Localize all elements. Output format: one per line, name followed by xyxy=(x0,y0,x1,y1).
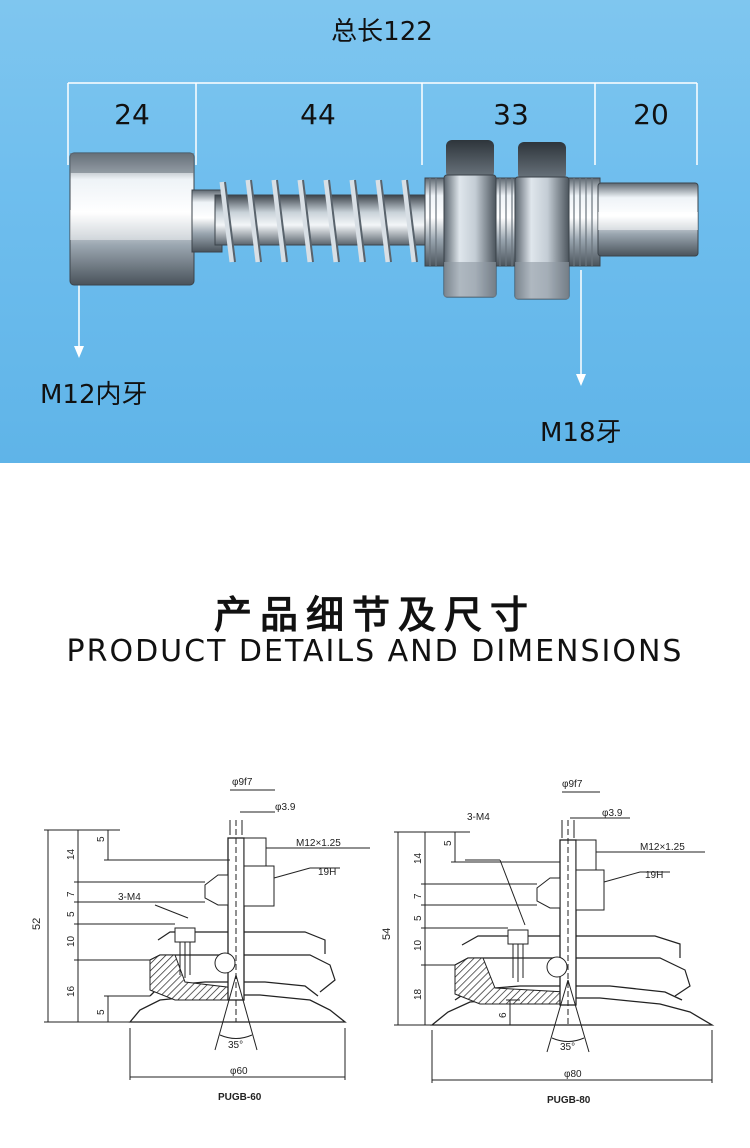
left-dim-7: 7 xyxy=(66,891,77,897)
left-dim-14: 14 xyxy=(66,848,77,860)
right-dim-6: 6 xyxy=(498,1012,509,1018)
left-model: PUGB-60 xyxy=(218,1092,262,1103)
right-dim-5b: 5 xyxy=(413,915,424,921)
left-angle: 35° xyxy=(228,1040,243,1051)
technical-drawings: φ9f7 φ3.9 M12×1.25 19H 3-M4 52 14 5 7 5 … xyxy=(31,777,715,1106)
dimension-lines xyxy=(67,82,698,378)
segment-label-3: 33 xyxy=(493,98,529,131)
right-screw: 3-M4 xyxy=(467,812,490,823)
thread-right-label: M18牙 xyxy=(540,418,622,448)
segment-label-1: 24 xyxy=(114,98,150,131)
spring xyxy=(219,179,417,263)
right-dim-5a: 5 xyxy=(443,840,454,846)
right-dim-10: 10 xyxy=(413,939,424,951)
segment-label-4: 20 xyxy=(633,98,669,131)
right-diameter: φ80 xyxy=(564,1069,582,1080)
right-dim-7: 7 xyxy=(413,893,424,899)
left-dim-5a: 5 xyxy=(96,836,107,842)
arrow-right-icon xyxy=(576,374,586,386)
hex-body-left xyxy=(69,152,195,286)
nut-2 xyxy=(514,142,570,300)
section-title-cn: 产品细节及尺寸 xyxy=(213,593,536,637)
left-screw: 3-M4 xyxy=(118,892,141,903)
left-dim-5b: 5 xyxy=(66,911,77,917)
right-dim-14: 14 xyxy=(413,852,424,864)
arrow-left-icon xyxy=(74,346,84,358)
right-phi-stem: φ9f7 xyxy=(562,779,583,790)
left-diameter: φ60 xyxy=(230,1066,248,1077)
right-thread: M12×1.25 xyxy=(640,842,685,853)
hex-body-right xyxy=(597,182,699,257)
drawing-pugb-60 xyxy=(44,789,370,1080)
thread-left-label: M12内牙 xyxy=(40,380,148,410)
left-nut: 19H xyxy=(318,867,336,878)
left-phi-hole: φ3.9 xyxy=(275,802,296,813)
left-dim-10: 10 xyxy=(66,935,77,947)
drawing-pugb-80 xyxy=(394,791,715,1083)
section-title-en: PRODUCT DETAILS AND DIMENSIONS xyxy=(66,634,684,669)
right-phi-hole: φ3.9 xyxy=(602,808,623,819)
right-model: PUGB-80 xyxy=(547,1095,591,1106)
product-photo: 总长122 24 44 33 20 M12内牙 M18牙 xyxy=(0,0,750,463)
left-dim-16: 16 xyxy=(66,985,77,997)
left-dim-5c: 5 xyxy=(96,1009,107,1015)
left-thread: M12×1.25 xyxy=(296,838,341,849)
left-overall: 52 xyxy=(31,918,43,930)
right-overall: 54 xyxy=(381,928,393,940)
nut-1 xyxy=(443,140,497,298)
right-angle: 35° xyxy=(560,1042,575,1053)
right-nut: 19H xyxy=(645,870,663,881)
left-phi-stem: φ9f7 xyxy=(232,777,253,788)
segment-label-2: 44 xyxy=(300,98,336,131)
right-dim-18: 18 xyxy=(413,988,424,1000)
total-length-label: 总长122 xyxy=(331,17,433,47)
